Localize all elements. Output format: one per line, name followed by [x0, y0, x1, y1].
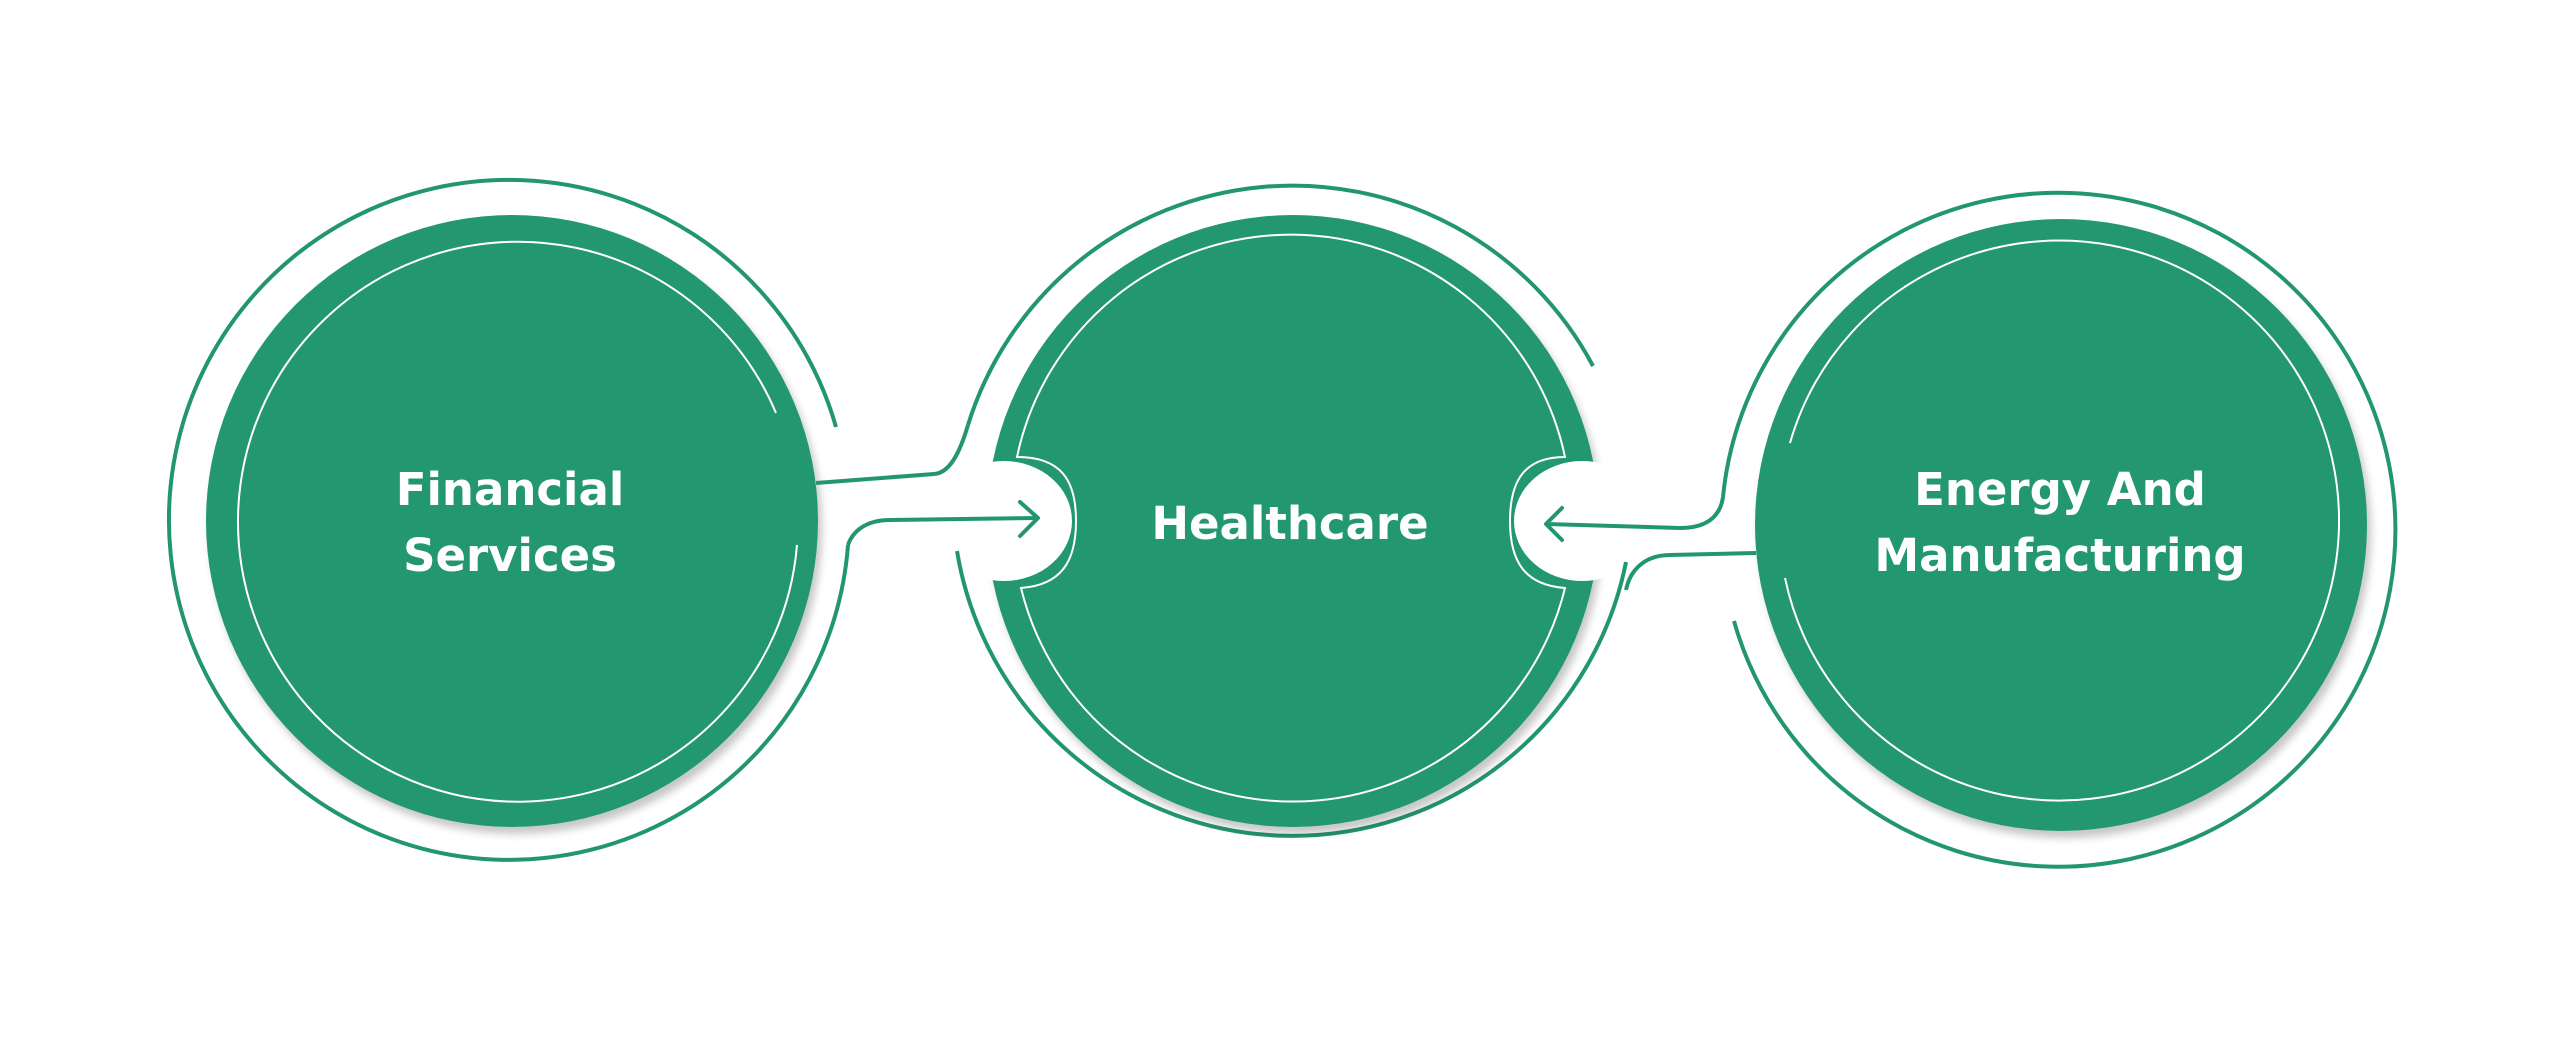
- node-energy-and-manufacturing: [1721, 190, 2398, 869]
- label-energy-and-manufacturing: Energy And Manufacturing: [1780, 457, 2340, 589]
- arrow-right-icon: [1018, 500, 1040, 538]
- connector-energy-to-healthcare: [1544, 496, 1757, 591]
- connector-line-lower-right: [1624, 551, 1757, 591]
- connector-financial-to-healthcare: [815, 424, 1040, 546]
- label-energy-line-2: Manufacturing: [1874, 529, 2246, 582]
- node-financial-services: [166, 177, 850, 862]
- node-healthcare: [955, 183, 1628, 838]
- outer-ring-financial: [166, 177, 850, 862]
- label-healthcare-line-1: Healthcare: [1151, 497, 1429, 550]
- connector-line-upper-left: [815, 424, 970, 485]
- connector-line-lower-left: [846, 516, 1039, 546]
- connector-line-upper-right: [1545, 496, 1725, 531]
- label-financial-services: Financial Services: [310, 457, 710, 589]
- label-financial-line-1: Financial: [395, 463, 625, 516]
- inner-arc-financial-top: [237, 240, 798, 803]
- disc-energy: [1755, 219, 2367, 831]
- disc-financial: [206, 215, 818, 827]
- inner-outline-healthcare: [1015, 233, 1567, 803]
- outer-ring-healthcare-lower: [955, 550, 1628, 838]
- outer-ring-energy: [1721, 190, 2398, 869]
- outer-ring-healthcare: [966, 183, 1595, 426]
- disc-healthcare: [987, 215, 1599, 827]
- inner-arc-energy: [1784, 239, 2341, 802]
- label-energy-line-1: Energy And: [1914, 463, 2206, 516]
- arrow-left-icon: [1544, 506, 1564, 542]
- label-financial-line-2: Services: [403, 529, 617, 582]
- label-healthcare: Healthcare: [1090, 491, 1490, 557]
